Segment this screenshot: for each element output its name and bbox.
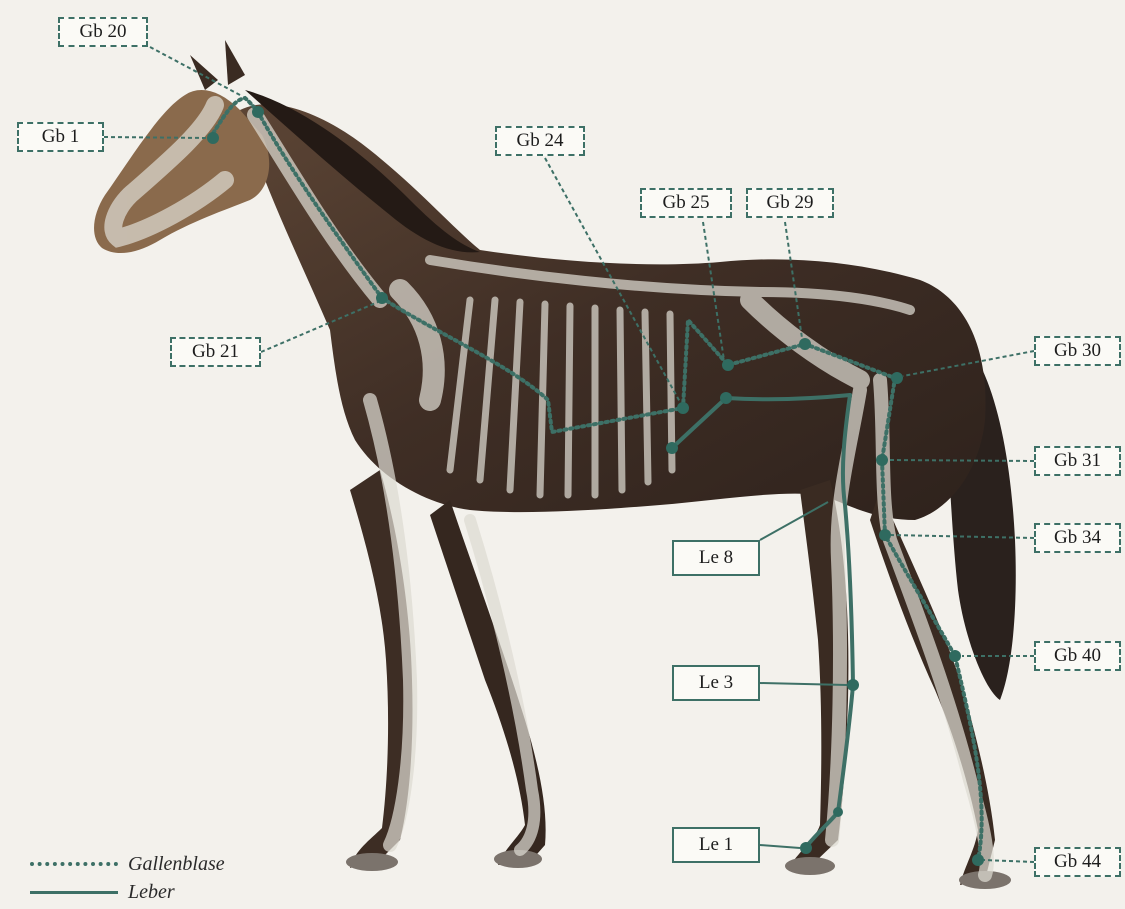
legend-label-liver: Leber [128, 881, 175, 904]
label-gb1: Gb 1 [17, 122, 104, 152]
label-gb24: Gb 24 [495, 126, 585, 156]
legend-item-liver: Leber [30, 880, 175, 904]
hoof [346, 853, 398, 871]
legend-item-gallbladder: Gallenblase [30, 852, 225, 876]
label-gb25: Gb 25 [640, 188, 732, 218]
label-gb20: Gb 20 [58, 17, 148, 47]
point-le1 [800, 842, 812, 854]
ear-right [225, 40, 245, 85]
point-gb31 [876, 454, 888, 466]
point-gb1 [207, 132, 219, 144]
legend: Gallenblase Leber [30, 850, 290, 905]
label-gb40: Gb 40 [1034, 641, 1121, 671]
label-gb44: Gb 44 [1034, 847, 1121, 877]
point-le13 [666, 442, 678, 454]
solid-line-swatch [30, 891, 118, 894]
point-gb25 [722, 359, 734, 371]
label-gb29: Gb 29 [746, 188, 834, 218]
point-le3 [847, 679, 859, 691]
front-leg-far [430, 500, 546, 865]
label-gb31: Gb 31 [1034, 446, 1121, 476]
label-gb34: Gb 34 [1034, 523, 1121, 553]
point-gb24 [677, 402, 689, 414]
point-gb44 [972, 854, 984, 866]
point-gb40 [949, 650, 961, 662]
ear-left [190, 55, 218, 90]
leader-gb1 [104, 137, 207, 138]
point-gb20 [252, 106, 264, 118]
dotted-line-swatch [30, 862, 118, 866]
point-gb29 [799, 338, 811, 350]
point-le14 [720, 392, 732, 404]
label-le3: Le 3 [672, 665, 760, 701]
point-le2 [833, 807, 843, 817]
legend-label-gallbladder: Gallenblase [128, 853, 225, 876]
label-gb21: Gb 21 [170, 337, 261, 367]
label-gb30: Gb 30 [1034, 336, 1121, 366]
label-le1: Le 1 [672, 827, 760, 863]
label-le8: Le 8 [672, 540, 760, 576]
hoof [785, 857, 835, 875]
point-gb30 [891, 372, 903, 384]
leader-le1 [760, 845, 800, 848]
point-gb34 [879, 529, 891, 541]
